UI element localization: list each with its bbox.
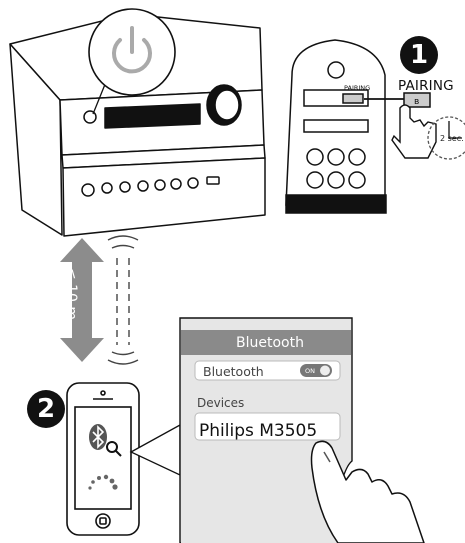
bluetooth-row-label: Bluetooth (203, 364, 264, 379)
device-name: Philips M3505 (199, 421, 318, 441)
devices-section-header: Devices (197, 396, 245, 410)
micro-system (9, 13, 266, 237)
pairing-label: PAIRING (398, 78, 454, 94)
settings-title: Bluetooth (236, 335, 304, 351)
hold-time-label: 2 sec. (440, 134, 464, 143)
wireless-wave-icon (107, 235, 139, 365)
front-buttons (81, 176, 220, 197)
search-icon (106, 441, 122, 457)
power-icon (112, 26, 152, 74)
step-one-badge: 1 (400, 36, 438, 74)
pairing-key-small (342, 93, 364, 104)
settings-header (181, 330, 351, 355)
pairing-button (403, 92, 431, 108)
pointing-hand (310, 440, 425, 543)
power-callout (88, 8, 176, 115)
bluetooth-icon (89, 424, 107, 450)
spinner-icon (88, 474, 118, 490)
smartphone (66, 382, 140, 536)
svg-text:ʙ: ʙ (414, 97, 419, 107)
device-row (194, 412, 341, 441)
range-arrow (60, 238, 104, 362)
timer-icon (427, 116, 465, 160)
step-two-badge: 2 (27, 390, 65, 428)
hand-icon (391, 104, 437, 159)
range-distance-label: ≤ 10 m (63, 267, 79, 321)
bluetooth-toggle-state: ON (305, 367, 315, 375)
remote-control: ʙ (285, 39, 431, 214)
display-window (104, 103, 201, 129)
pairing-key-label: PAIRING (344, 84, 371, 92)
